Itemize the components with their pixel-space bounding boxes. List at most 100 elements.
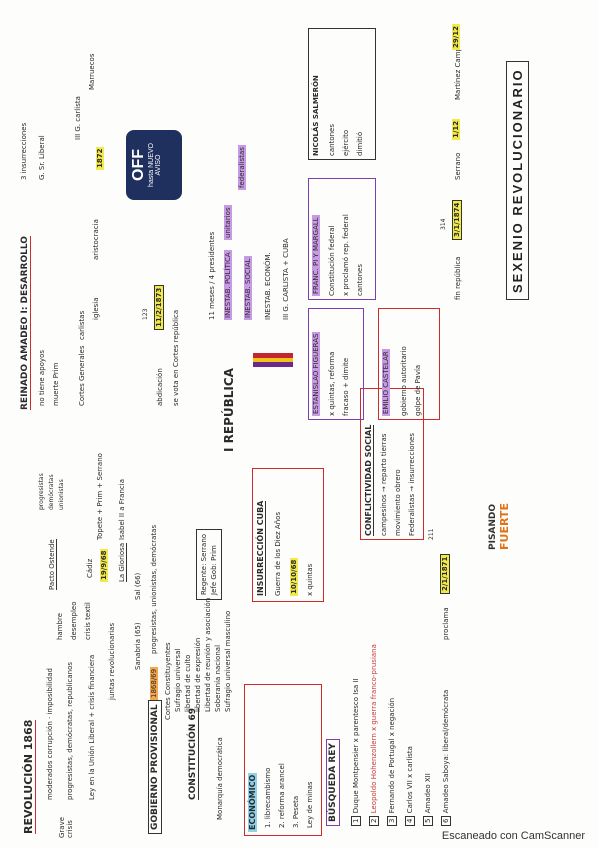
busqueda-num: 3 [387,815,397,826]
carlista-item-1: 3 insurrecciones [20,122,28,180]
federalistas: federalistas [238,145,246,190]
gobierno-heading: GOBIERNO PROVISIONAL [148,700,162,834]
reinado-item-2: muerte Prim [52,362,60,406]
pi-item-2: x proclamó rep. federal [342,214,350,296]
gobierno-item-2: libertad de culto [184,654,192,712]
economico-item-1: 1. librecambismo [264,767,272,828]
economico-sub: Ley de minas [306,781,314,828]
gobierno-cortes: Cortes Constituyentes [164,642,172,720]
off-line2: hasta NUEVO [148,143,155,187]
cadiz-label: Cádiz [86,558,94,578]
busqueda-item-4: 4 Carlos VII x carlista [405,746,415,826]
presidente-pi: FRANC. PI Y MARGALL [312,215,320,296]
busqueda-heading: BÚSQUEDA REY [326,739,340,826]
busqueda-item-3: 3 Fernando de Portugal x negación [387,697,397,826]
busqueda-text: Fernando de Portugal x negación [388,697,396,814]
inestab-social: INESTAB. SOCIAL [244,256,252,320]
gloriosa-label: La Gloriosa [118,542,127,582]
guerra-carlista: III G. CARLISTA + CUBA [282,238,290,320]
busqueda-text: Duque Montpensier x parentesco Isa II [352,678,360,814]
off-line1: OFF [130,149,147,181]
regente: Regente: Serrano [200,533,208,595]
presidente-castelar: EMILIO CASTELAR [382,349,390,416]
figueras-item-1: x quintas, reforma [328,351,336,416]
castelar-item-1: gobierno autoritario [400,346,408,416]
fin-serrano: Serrano [454,152,462,180]
pacto-sub-3: unionistas [58,479,65,510]
insurreccion-fecha: 10/10/68 [290,557,298,596]
juntas-label: juntas revolucionarias [108,622,116,700]
republica-flag [253,353,293,368]
pisando-fuerte-logo: PISANDO FUERTE [488,503,511,550]
pi-item-3: cantones [356,264,364,296]
reinado-item-3: Cortes Generales [78,345,86,406]
constitucion-heading: CONSTITUCIÓN 69 [188,708,199,800]
fin-fecha-2: 1/12 [452,118,460,140]
jefe-gobierno: Jefe Gob: Prim [210,545,218,595]
causas-label: Grave crisis [58,816,74,838]
unitarios: unitarios [224,205,232,240]
off-badge: OFF hasta NUEVO AVISO [126,130,182,200]
republica-heading: I REPÚBLICA [222,368,236,452]
abdica-label: abdicación [156,368,164,406]
carlista-item-4: Marruecos [88,53,96,90]
fin-num: 314 [440,218,447,230]
economico-item-2: 2. reforma arancel [278,763,286,828]
gobierno-fecha: 1868/69 [150,666,158,700]
castelar-item-2: golpe de Pavía [414,364,422,416]
revolucion-item-3: Ley en la Unión Liberal + crisis financi… [88,654,96,800]
exilio-label: Isabel II a Francia [118,479,126,540]
constitucion-item-3: Sufragio universal masculino [224,610,232,712]
insurreccion-heading: INSURRECCIÓN CUBA [256,500,266,596]
carlista-item-2: G. Sr. Liberal [38,135,46,180]
abdica-fecha: 11/2/1873 [154,284,164,330]
source-2: Sal (66) [134,572,142,600]
crisis-sub-2: desempleo [70,601,78,641]
abdica-num: 123 [142,308,149,320]
figueras-item-2: fracaso + dimite [342,357,350,416]
inestab-economica: INESTAB. ECONÓM. [264,252,272,320]
carlista-fecha: 1872 [96,146,104,170]
busqueda-item-2: 2 Leopoldo Hohenzollern x guerra franco-… [369,644,379,826]
conflictividad-heading: CONFLICTIVIDAD SOCIAL [364,424,374,536]
regente-box: Regente: Serrano Jefe Gob: Prim [196,528,222,600]
revolucion-item-2: progresistas, demócratas, republicanos [66,661,74,800]
flag-purple [253,362,293,368]
gobierno-item-3: libertad de expresión [194,637,202,712]
busqueda-text: Amadeo XII [424,773,432,814]
proclama-fecha: 2/1/1871 [440,553,450,594]
conflictividad-item-3: Federalistas → insurrecciones [408,433,416,536]
busqueda-num: 5 [423,815,433,826]
scanner-watermark: Escaneado con CamScanner [441,830,585,842]
proclama-label: proclama [442,607,450,640]
busqueda-item-6: 6 Amadeo Saboya: liberal/demócrata [441,689,451,826]
carlista-item-3: III G. carlista [74,96,82,140]
reinado-item-5: iglesia [92,297,100,320]
busqueda-item-1: 1 Duque Montpensier x parentesco Isa II [351,678,361,826]
presidente-figueras: ESTANISLAO FIGUERAS [312,331,320,416]
pacto-sub-2: demócratas [48,474,55,510]
constitucion-item-1: Monarquía democrática [216,737,224,820]
economico-item-3: 3. Peseta [292,795,300,828]
insurreccion-note: x quintas [306,563,314,596]
reinado-heading: REINADO AMADEO I: DESARROLLO [20,236,31,410]
busqueda-text: Amadeo Saboya: liberal/demócrata [442,689,450,814]
revolucion-item-1: moderados corrupción · imposibilidad [46,668,54,800]
revolucion-fecha: 19/9/68 [100,548,108,582]
reinado-item-6: aristocracia [92,219,100,260]
source-1: Sanabria (65) [134,622,142,670]
busqueda-item-5: 5 Amadeo XII [423,773,433,826]
salmeron-item-2: ejército [342,129,350,156]
reinado-item-1: no tiene apoyos [38,350,46,406]
pacto-ostende: Pacto Ostende [48,539,57,590]
conflictividad-item-1: campesinos → reparto tierras [380,433,388,536]
presidente-salmeron: NICOLÁS SALMERÓN [312,75,320,156]
republica-item-1: 11 meses / 4 presidentes [208,231,216,320]
fin-republica: fin república [454,256,462,300]
salmeron-item-1: cantones [328,124,336,156]
crisis-sub-1: hambre [56,612,64,640]
economico-heading: ECONÓMICO [248,772,257,832]
constitucion-item-2: Soberanía nacional [214,644,222,712]
gobierno-item-4: Libertad de reunión y asociación [204,597,212,712]
